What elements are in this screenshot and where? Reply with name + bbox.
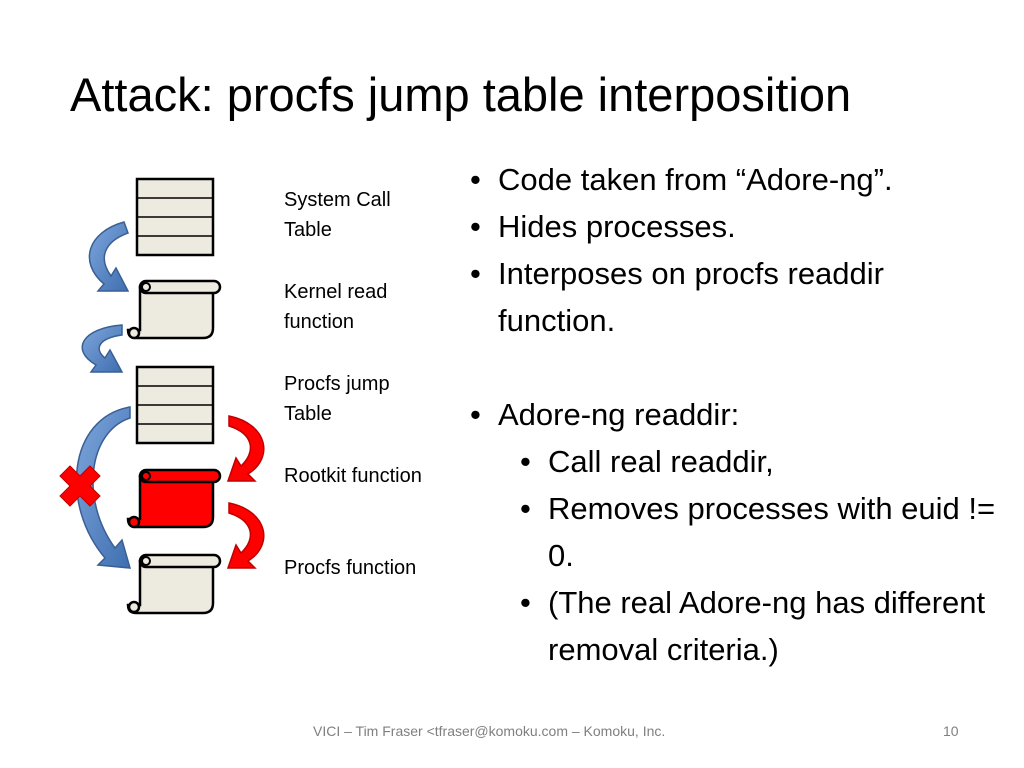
diagram: [59, 177, 265, 615]
bullet-dot: •: [520, 444, 531, 479]
procfs-jump-table-icon: [135, 365, 215, 445]
x-mark-icon: [59, 465, 101, 507]
bullet-dot: •: [470, 209, 481, 244]
system-call-table-icon: [135, 177, 215, 257]
bullet-item: • Adore-ng readdir:: [468, 391, 1008, 438]
blue-arrow-icon: [81, 324, 124, 373]
label-system-call-table: System Call Table: [284, 189, 391, 241]
procfs-function-scroll-icon: [126, 553, 222, 615]
sub-bullet-item: • (The real Adore-ng has different remov…: [518, 579, 1008, 673]
bullet-dot: •: [470, 162, 481, 197]
bullet-item: • Interposes on procfs readdir function.: [468, 250, 1008, 344]
rootkit-scroll-icon: [126, 468, 222, 529]
page-number: 10: [943, 723, 959, 739]
red-arrow-icon: [226, 502, 265, 569]
label-kernel-read-function: Kernel read function: [284, 281, 388, 333]
footer-text: VICI – Tim Fraser <tfraser@komoku.com – …: [313, 723, 666, 739]
sub-bullet-item: • Removes processes with euid != 0.: [518, 485, 1008, 579]
blue-arrow-icon: [88, 221, 130, 292]
blue-arrow-icon: [75, 406, 132, 569]
bullet-dot: •: [470, 397, 481, 432]
label-procfs-jump-table: Procfs jump Table: [284, 373, 390, 425]
bullet-dot: •: [520, 491, 531, 526]
bullet-item: • Code taken from “Adore-ng”.: [468, 156, 1008, 203]
bullet-item: • Hides processes.: [468, 203, 1008, 250]
label-procfs-function: Procfs function: [284, 557, 417, 579]
label-rootkit-function: Rootkit function: [284, 465, 422, 487]
bullet-dot: •: [520, 585, 531, 620]
slide-title: Attack: procfs jump table interposition: [70, 68, 852, 121]
sub-bullet-item: • Call real readdir,: [518, 438, 1008, 485]
bullet-list: • Code taken from “Adore-ng”. • Hides pr…: [468, 156, 1008, 673]
bullet-dot: •: [470, 256, 481, 291]
red-arrow-icon: [226, 415, 265, 482]
kernel-read-scroll-icon: [126, 279, 222, 340]
